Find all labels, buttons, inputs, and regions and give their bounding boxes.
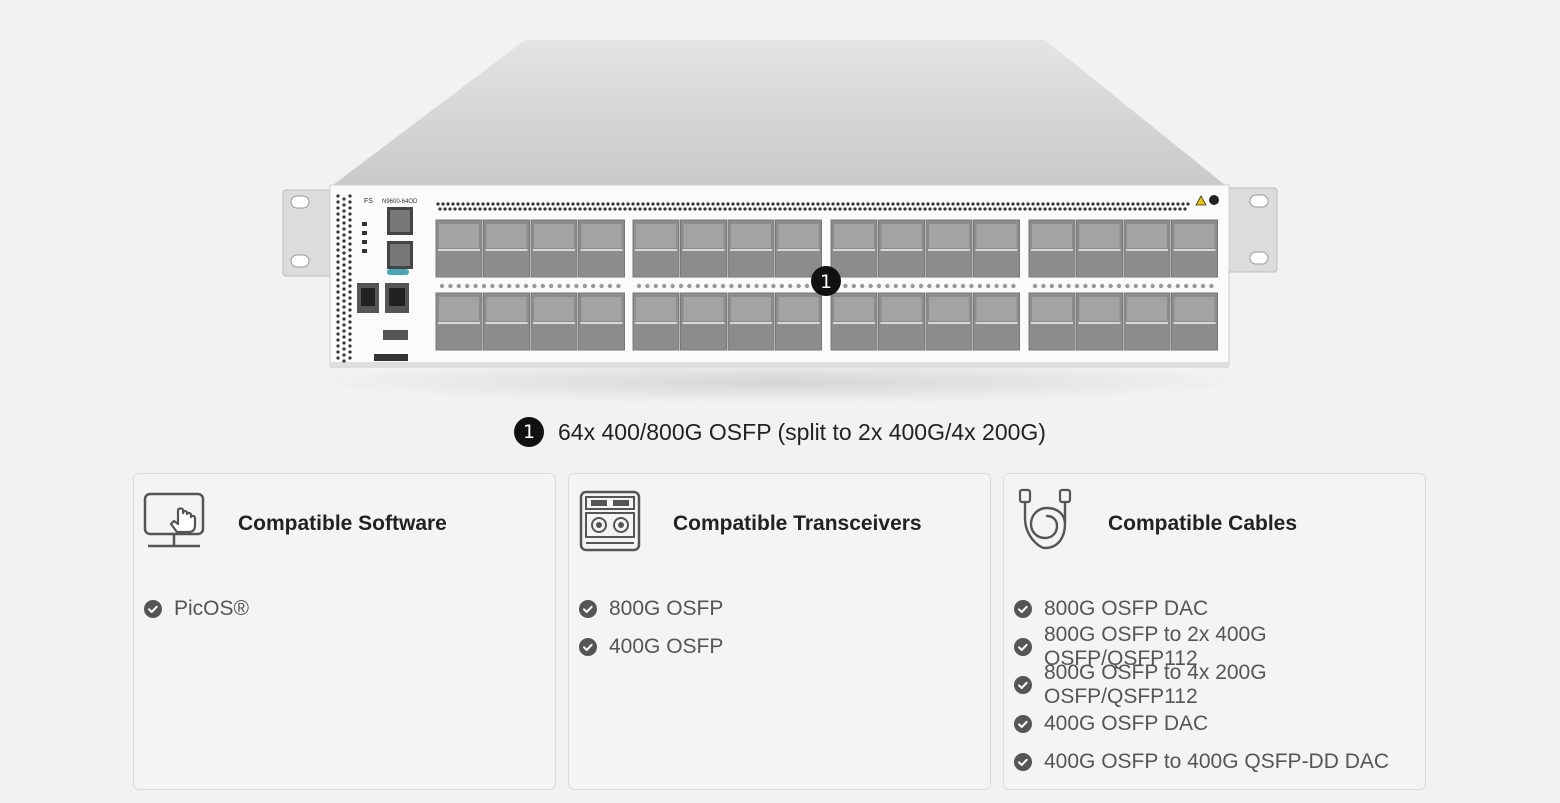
check-circle-icon (579, 638, 597, 657)
check-circle-icon (1014, 638, 1032, 657)
transceiver-icon (579, 490, 641, 552)
card-compatible-transceivers: Compatible Transceivers 800G OSFP 400G OS… (568, 473, 991, 790)
cable-icon (1018, 488, 1072, 550)
card-title: Compatible Software (238, 512, 447, 535)
list-item: 400G OSFP (579, 628, 723, 666)
list-item: 800G OSFP to 2x 400G OSFP/QSFP112 (1014, 623, 1425, 670)
list-item-label: 800G OSFP (609, 597, 724, 621)
list-item-label: 800G OSFP to 2x 400G OSFP/QSFP112 (1044, 623, 1267, 671)
card-title: Compatible Cables (1108, 512, 1298, 535)
brand-label: FS (364, 198, 373, 205)
check-circle-icon (1014, 752, 1032, 771)
list-item-label: 400G OSFP to 400G QSFP-DD DAC (1044, 749, 1390, 773)
callout-text: 64x 400/800G OSFP (split to 2x 400G/4x 2… (558, 418, 1046, 445)
port-callout: 1 64x 400/800G OSFP (split to 2x 400G/4x… (0, 412, 1560, 452)
check-circle-icon (1014, 676, 1032, 695)
list-item: 400G OSFP to 400G QSFP-DD DAC (1014, 743, 1425, 781)
list-item-label: PicOS® (174, 597, 249, 621)
callout-number-badge: 1 (514, 417, 545, 447)
list-item: 800G OSFP (579, 590, 723, 628)
model-label: N9600-64OD (382, 199, 418, 205)
list-item: PicOS® (144, 590, 249, 628)
check-circle-icon (1014, 714, 1032, 733)
list-item: 800G OSFP to 4x 200G OSFP/QSFP112 (1014, 661, 1425, 708)
list-item-label: 800G OSFP DAC (1044, 597, 1209, 621)
card-compatible-software: Compatible Software PicOS® (133, 473, 556, 790)
card-items: PicOS® (144, 590, 249, 628)
list-item-label: 400G OSFP DAC (1044, 711, 1209, 735)
compatibility-cards: Compatible Software PicOS® Compatible Tr… (133, 473, 1428, 792)
card-items: 800G OSFP 400G OSFP (579, 590, 723, 666)
card-title: Compatible Transceivers (673, 512, 922, 535)
check-circle-icon (144, 600, 162, 619)
list-item: 800G OSFP DAC (1014, 590, 1425, 628)
check-circle-icon (1014, 600, 1032, 619)
svg-text:1: 1 (820, 271, 832, 293)
list-item-label: 800G OSFP to 4x 200G OSFP/QSFP112 (1044, 661, 1267, 709)
touch-screen-icon (143, 492, 205, 548)
list-item-label: 400G OSFP (609, 635, 724, 659)
list-item: 400G OSFP DAC (1014, 705, 1425, 743)
port-callout-badge: 1 (811, 266, 841, 296)
switch-product-image: FS N9600-64OD 1 (282, 40, 1278, 404)
check-circle-icon (579, 600, 597, 619)
